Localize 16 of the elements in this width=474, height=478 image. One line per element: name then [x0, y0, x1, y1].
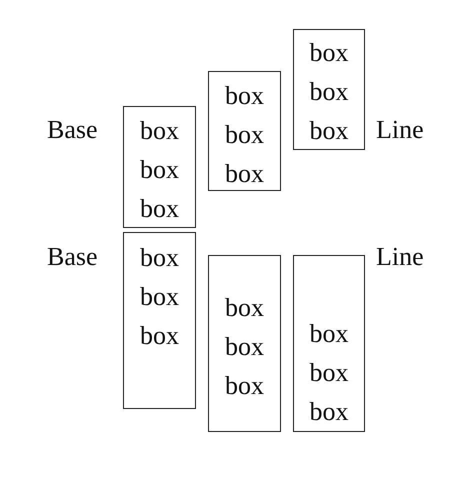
outlined-box [123, 106, 196, 228]
outlined-box [208, 255, 281, 432]
baseline-label: Base [47, 241, 98, 273]
outlined-box [293, 255, 365, 432]
word-stack: box box box [140, 242, 179, 352]
baseline-label: Base [47, 114, 98, 146]
baseline-label: Line [376, 114, 424, 146]
outlined-box [293, 29, 365, 150]
word-stack: box box box [225, 80, 264, 190]
word-stack: box box box [310, 318, 348, 428]
outlined-box [123, 232, 196, 409]
baseline-label: Line [376, 241, 424, 273]
outlined-box [208, 71, 281, 191]
word-stack: box box box [140, 115, 179, 225]
word-stack: box box box [225, 292, 264, 402]
word-stack: box box box [310, 37, 348, 147]
